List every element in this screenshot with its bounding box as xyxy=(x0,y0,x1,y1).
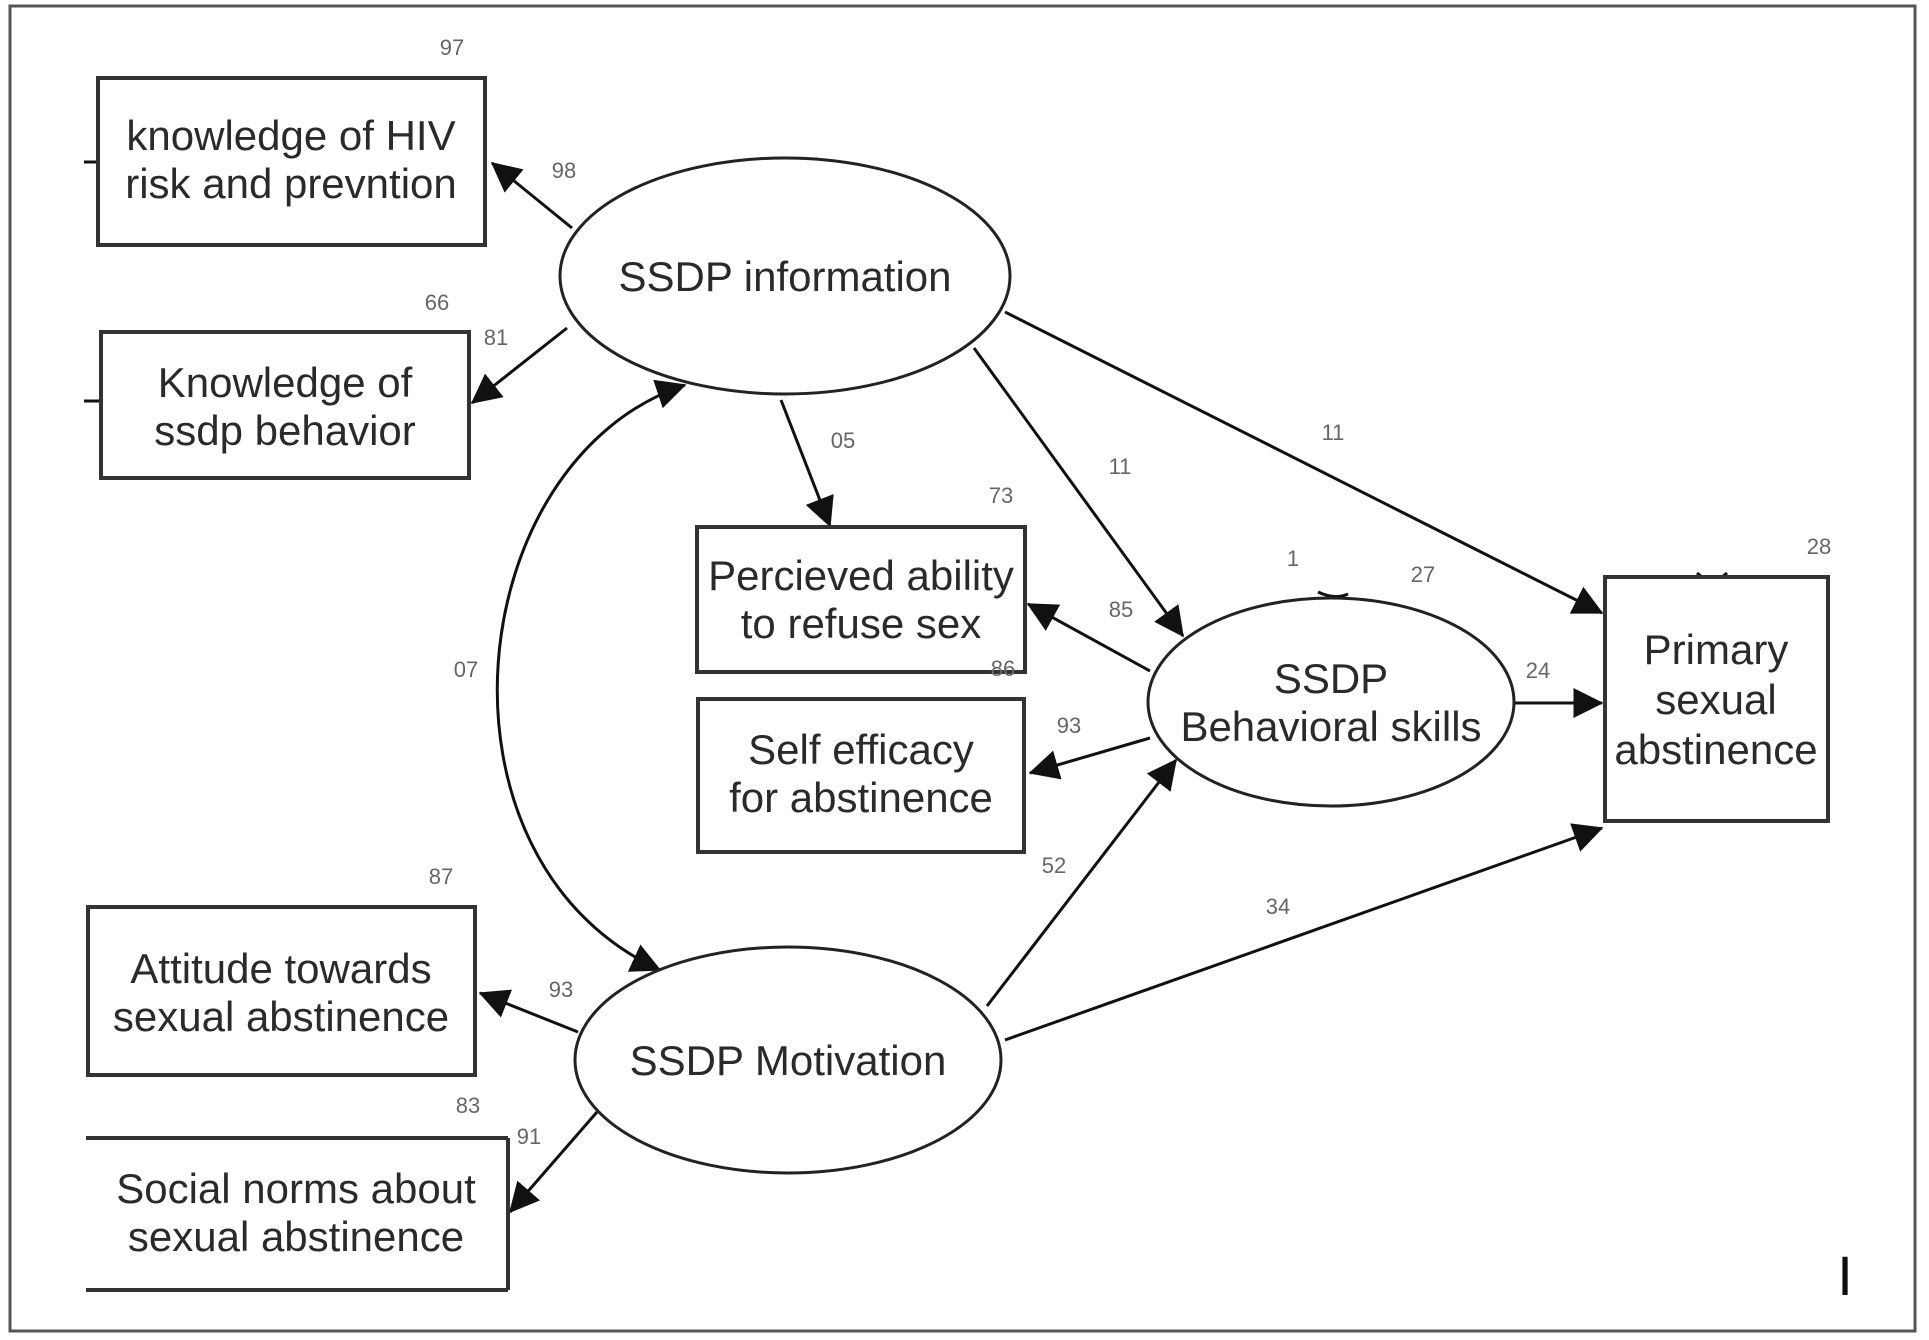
coefficient-labels: 97 66 73 86 27 1 28 87 83 98 81 05 11 11… xyxy=(425,35,1831,1149)
node-primary-abstinence: Primary sexual abstinence xyxy=(1603,575,1830,823)
edge-motivation-to-attitude xyxy=(478,989,579,1034)
node-ssdp-information-label: SSDP information xyxy=(618,253,951,300)
node-behavioral-skills-line-1: SSDP xyxy=(1274,655,1388,702)
node-knowledge-ssdp-line-1: Knowledge of xyxy=(158,359,413,406)
node-knowledge-ssdp: Knowledge of ssdp behavior xyxy=(99,330,471,480)
node-primary-abstinence-line-1: Primary xyxy=(1644,626,1789,673)
path-label-info-knowledge-hiv: 98 xyxy=(552,158,576,183)
path-label-skills-abstinence: 24 xyxy=(1526,658,1550,683)
edge-motivation-to-abstinence xyxy=(1004,823,1604,1042)
node-knowledge-hiv-line-1: knowledge of HIV xyxy=(126,112,455,159)
error-label-abstinence: 28 xyxy=(1807,534,1831,559)
error-label-perceived: 73 xyxy=(989,483,1013,508)
error-label-social-norms: 83 xyxy=(456,1093,480,1118)
node-self-efficacy: Self efficacy for abstinence xyxy=(696,697,1026,854)
path-label-skills-self-efficacy: 93 xyxy=(1057,713,1081,738)
path-label-info-skills: 11 xyxy=(1109,454,1132,479)
path-label-motivation-social-norms: 91 xyxy=(517,1124,541,1149)
edge-info-motivation-covariance xyxy=(495,379,687,972)
path-label-info-abstinence: 11 xyxy=(1322,420,1345,445)
node-ssdp-motivation-label: SSDP Motivation xyxy=(630,1037,947,1084)
node-perceived-ability: Percieved ability to refuse sex xyxy=(695,525,1027,674)
edge-motivation-to-social-norms xyxy=(508,1111,599,1214)
node-attitude: Attitude towards sexual abstinence xyxy=(86,905,477,1077)
disturbance-label-skills: 1 xyxy=(1287,546,1299,571)
error-label-self-efficacy: 86 xyxy=(991,656,1015,681)
edge-info-to-skills xyxy=(972,347,1185,638)
path-label-info-motivation-covariance: 07 xyxy=(454,657,478,682)
edge-skills-to-self-efficacy xyxy=(1028,736,1151,780)
node-behavioral-skills: SSDP Behavioral skills xyxy=(1146,596,1516,808)
node-knowledge-hiv: knowledge of HIV risk and prevntion xyxy=(96,76,487,247)
edge-skills-to-perceived xyxy=(1026,602,1151,673)
edge-info-to-abstinence xyxy=(1004,310,1604,615)
node-primary-abstinence-line-2: sexual xyxy=(1655,676,1776,723)
path-label-info-perceived: 05 xyxy=(831,428,855,453)
node-perceived-ability-line-2: to refuse sex xyxy=(741,600,981,647)
error-label-knowledge-hiv: 97 xyxy=(440,35,464,60)
node-perceived-ability-line-1: Percieved ability xyxy=(708,552,1014,599)
corner-mark: I xyxy=(1837,1244,1853,1307)
node-self-efficacy-line-1: Self efficacy xyxy=(748,726,974,773)
node-ssdp-information: SSDP information xyxy=(558,156,1012,396)
node-knowledge-ssdp-line-2: ssdp behavior xyxy=(154,407,416,454)
edges xyxy=(84,160,1729,1214)
node-ssdp-motivation: SSDP Motivation xyxy=(573,945,1003,1175)
node-social-norms-line-1: Social norms about xyxy=(116,1165,476,1212)
edge-motivation-to-skills xyxy=(985,758,1178,1007)
figure-frame xyxy=(8,4,1917,1333)
path-label-motivation-abstinence: 34 xyxy=(1266,894,1290,919)
error-label-skills: 27 xyxy=(1411,562,1435,587)
node-self-efficacy-line-2: for abstinence xyxy=(729,774,993,821)
node-primary-abstinence-line-3: abstinence xyxy=(1614,726,1817,773)
disturbance-mark-skills xyxy=(1317,590,1349,599)
path-label-info-knowledge-ssdp: 81 xyxy=(484,325,508,350)
edge-info-to-perceived xyxy=(779,399,834,528)
error-label-attitude: 87 xyxy=(429,864,453,889)
node-social-norms: Social norms about sexual abstinence xyxy=(86,1136,510,1292)
path-label-motivation-attitude: 93 xyxy=(549,977,573,1002)
node-knowledge-hiv-line-2: risk and prevntion xyxy=(125,160,457,207)
path-label-motivation-skills: 52 xyxy=(1042,853,1066,878)
path-label-skills-perceived: 85 xyxy=(1109,597,1133,622)
node-attitude-line-1: Attitude towards xyxy=(130,945,431,992)
error-label-knowledge-ssdp: 66 xyxy=(425,290,449,315)
edge-info-to-knowledge-ssdp xyxy=(470,326,568,405)
node-attitude-line-2: sexual abstinence xyxy=(113,993,449,1040)
node-behavioral-skills-line-2: Behavioral skills xyxy=(1180,703,1481,750)
edge-info-to-knowledge-hiv xyxy=(490,161,573,230)
node-social-norms-line-2: sexual abstinence xyxy=(128,1213,464,1260)
